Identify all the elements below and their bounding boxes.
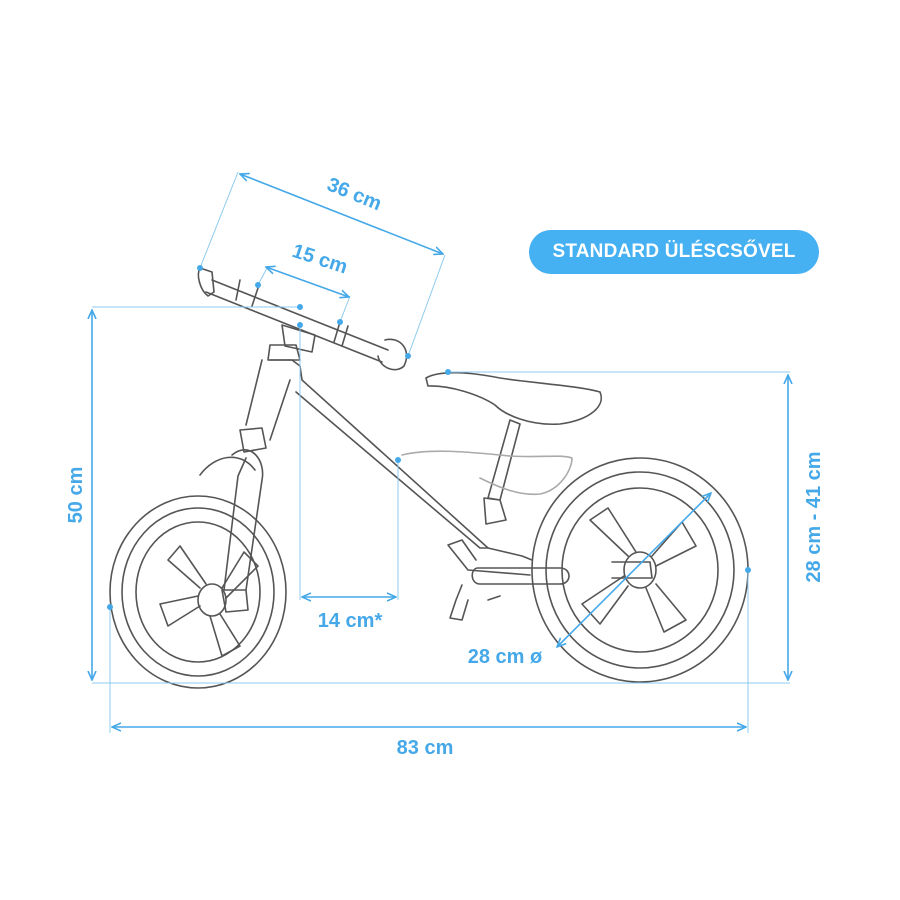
arrow-wheel-diameter (557, 493, 711, 647)
bike-illustration (109, 267, 749, 689)
rear-wheel (531, 457, 749, 683)
label-grip-span: 15 cm (289, 240, 350, 278)
front-wheel (109, 456, 287, 689)
fork (221, 427, 267, 613)
label-wheel-diameter: 28 cm ø (468, 646, 543, 668)
handlebar (197, 267, 408, 371)
label-handlebar-width: 36 cm (324, 174, 385, 216)
arrow-grip-span (266, 267, 349, 297)
saddle (401, 371, 602, 525)
label-stem-offset: 14 cm* (318, 610, 383, 632)
measurement-points (107, 265, 751, 610)
label-seat-height: 28 cm - 41 cm (803, 451, 825, 582)
head-tube (267, 324, 316, 361)
label-overall-length: 83 cm (397, 737, 454, 759)
frame (245, 359, 653, 621)
dimension-arrows (92, 174, 788, 727)
arrow-handlebar-width (240, 174, 443, 254)
standard-seatpost-badge: STANDARD ÜLÉSCSŐVEL (529, 230, 819, 274)
label-overall-height: 50 cm (65, 467, 87, 524)
